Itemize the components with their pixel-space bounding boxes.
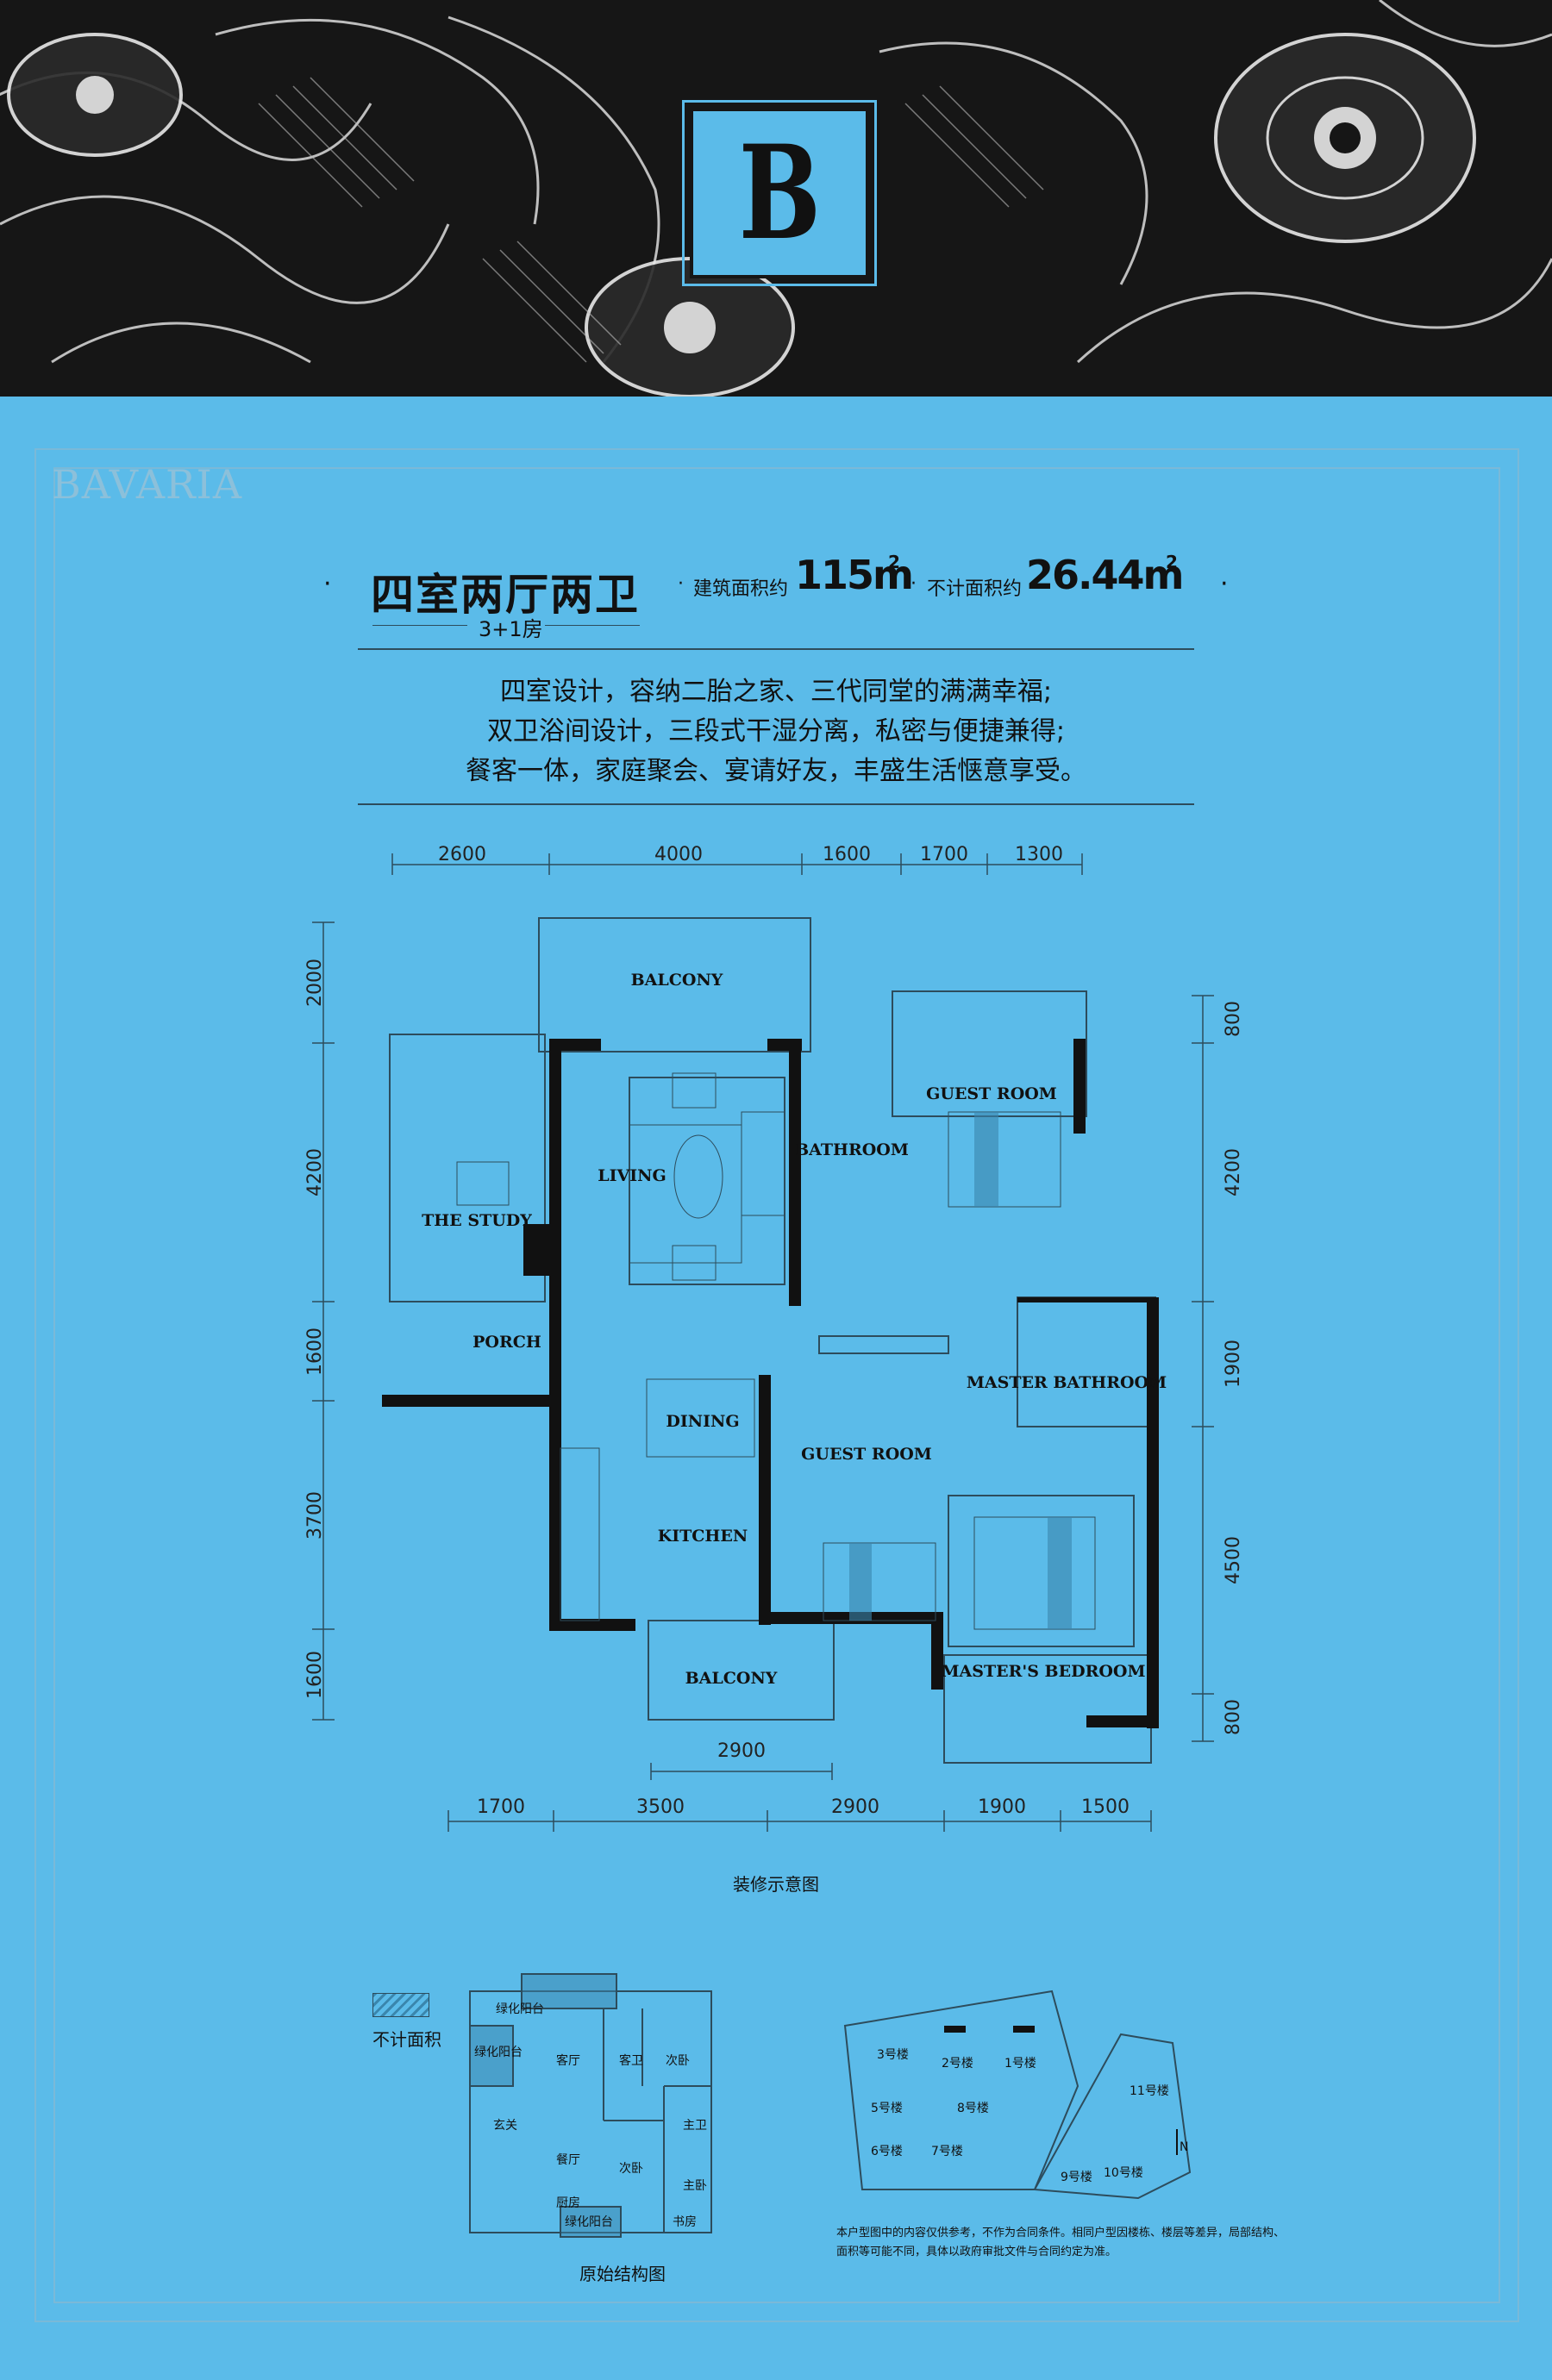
subtitle-rule-left bbox=[372, 625, 467, 626]
subtitle-rule-right bbox=[545, 625, 640, 626]
dim-right-5: 800 bbox=[1223, 1699, 1244, 1735]
site-map bbox=[843, 1990, 1192, 2200]
building-1: 1号楼 bbox=[1004, 2057, 1036, 2071]
dim-balcony: 2900 bbox=[717, 1740, 766, 1762]
description-line-3: 餐客一体，家庭聚会、宴请好友，丰盛生活惬意享受。 bbox=[466, 756, 1086, 786]
room-label-bathroom: BATHROOM bbox=[795, 1140, 909, 1159]
room-label-guest-room-2: GUEST ROOM bbox=[801, 1445, 932, 1464]
bullet-mid-1: · bbox=[678, 573, 684, 595]
dim-right-2: 4200 bbox=[1223, 1148, 1244, 1196]
orig-room-7: 餐厅 bbox=[556, 2153, 580, 2167]
orig-room-8: 厨房 bbox=[556, 2196, 580, 2210]
floorplan-caption: 装修示意图 bbox=[733, 1874, 819, 1895]
description-line-1: 四室设计，容纳二胎之家、三代同堂的满满幸福; bbox=[499, 677, 1053, 707]
excluded-area-value: 26.44m bbox=[1026, 552, 1184, 598]
dim-bottom-2: 3500 bbox=[636, 1796, 685, 1818]
room-label-guest-room-1: GUEST ROOM bbox=[926, 1084, 1057, 1103]
building-5: 5号楼 bbox=[871, 2102, 903, 2115]
furniture bbox=[456, 1072, 1096, 1630]
north-arrow-icon: N bbox=[1180, 2140, 1188, 2154]
dim-right-1: 800 bbox=[1223, 1001, 1244, 1037]
floor-plan: BALCONY GUEST ROOM LIVING BATHROOM THE S… bbox=[304, 844, 1244, 2238]
dim-left-5: 1600 bbox=[304, 1651, 326, 1699]
thick-walls bbox=[382, 1039, 1159, 1728]
dim-left-3: 1600 bbox=[304, 1327, 326, 1376]
rule-top bbox=[358, 648, 1194, 650]
orig-room-12: 绿化阳台 bbox=[565, 2215, 613, 2229]
legend-hatch-swatch bbox=[372, 1993, 429, 2017]
room-label-kitchen: KITCHEN bbox=[658, 1527, 748, 1546]
excluded-area-superscript: 2 bbox=[1166, 552, 1178, 572]
building-9: 9号楼 bbox=[1061, 2171, 1092, 2184]
dim-top-2: 4000 bbox=[654, 844, 703, 865]
gross-area-value: 115m bbox=[795, 552, 914, 598]
dim-top-1: 2600 bbox=[438, 844, 486, 865]
original-structure-caption: 原始结构图 bbox=[579, 2264, 666, 2284]
gross-area-superscript: 2 bbox=[888, 552, 900, 572]
building-7: 7号楼 bbox=[931, 2145, 963, 2158]
room-label-balcony-bottom: BALCONY bbox=[685, 1669, 778, 1688]
orig-room-3: 客卫 bbox=[619, 2053, 643, 2068]
dim-top-3: 1600 bbox=[823, 844, 871, 865]
dim-bottom-3: 2900 bbox=[831, 1796, 879, 1818]
disclaimer: 本户型图中的内容仅供参考，不作为合同条件。相同户型因楼栋、楼层等差异，局部结构、… bbox=[836, 2227, 1286, 2258]
brand-logo: BAVARIA bbox=[52, 461, 243, 508]
building-10: 10号楼 bbox=[1104, 2166, 1143, 2180]
building-3: 3号楼 bbox=[877, 2048, 909, 2062]
orig-room-2: 客厅 bbox=[556, 2053, 580, 2068]
dim-left-4: 3700 bbox=[304, 1491, 326, 1540]
outer-frame bbox=[34, 448, 1519, 2322]
orig-room-13: 书房 bbox=[673, 2215, 697, 2229]
building-11: 11号楼 bbox=[1130, 2084, 1169, 2098]
dim-right-4: 4500 bbox=[1223, 1536, 1244, 1584]
room-label-porch: PORCH bbox=[472, 1333, 541, 1352]
dim-left-1: 2000 bbox=[304, 959, 326, 1007]
floral-header: B bbox=[0, 0, 1552, 397]
layout-subtitle: 3+1房 bbox=[479, 617, 543, 641]
excluded-area-label: 不计面积约 bbox=[927, 578, 1023, 600]
bullet-mid-2: · bbox=[911, 573, 917, 595]
dim-bottom-1: 1700 bbox=[477, 1796, 525, 1818]
orig-room-1: 绿化阳台 bbox=[496, 2002, 544, 2016]
building-6: 6号楼 bbox=[871, 2145, 903, 2158]
dim-bottom-5: 1500 bbox=[1081, 1796, 1130, 1818]
dim-top-4: 1700 bbox=[920, 844, 968, 865]
room-label-study: THE STUDY bbox=[422, 1211, 532, 1230]
bed-hatching bbox=[849, 1112, 1072, 1629]
room-label-master-bedroom: MASTER'S BEDROOM bbox=[942, 1662, 1146, 1681]
unit-type-letter: B bbox=[738, 117, 821, 269]
dimension-lines bbox=[312, 853, 1214, 1832]
inner-frame bbox=[53, 467, 1500, 2303]
layout-title: 四室两厅两卫 bbox=[371, 570, 640, 620]
legend-label: 不计面积 bbox=[372, 2029, 441, 2050]
dim-bottom-4: 1900 bbox=[978, 1796, 1026, 1818]
building-8: 8号楼 bbox=[957, 2102, 989, 2115]
bullet-left: · bbox=[323, 569, 332, 599]
gross-area-label: 建筑面积约 bbox=[693, 578, 789, 600]
room-label-dining: DINING bbox=[666, 1412, 739, 1431]
room-label-master-bathroom: MASTER BATHROOM bbox=[967, 1373, 1167, 1392]
room-label-living: LIVING bbox=[598, 1166, 666, 1185]
bullet-right: · bbox=[1220, 569, 1229, 599]
dim-left-2: 4200 bbox=[304, 1148, 326, 1196]
orig-room-9: 次卧 bbox=[619, 2162, 643, 2176]
orig-room-6: 玄关 bbox=[493, 2118, 517, 2133]
site-map-highlighted-buildings bbox=[944, 2026, 1035, 2033]
building-2: 2号楼 bbox=[942, 2057, 973, 2071]
original-structure-plan bbox=[469, 1973, 712, 2238]
floral-illustration bbox=[0, 0, 1552, 397]
dim-top-5: 1300 bbox=[1015, 844, 1063, 865]
orig-room-11: 主卧 bbox=[683, 2179, 707, 2193]
content-panel: BAVARIA · 四室两厅两卫 3+1房 · 建筑面积约 115m 2 · 不… bbox=[0, 397, 1552, 2380]
orig-room-10: 主卫 bbox=[683, 2119, 707, 2133]
room-label-balcony-top: BALCONY bbox=[631, 971, 723, 990]
orig-room-5: 绿化阳台 bbox=[474, 2046, 523, 2059]
dim-right-3: 1900 bbox=[1223, 1340, 1244, 1388]
rule-bottom bbox=[358, 803, 1194, 805]
orig-room-4: 次卧 bbox=[666, 2054, 690, 2068]
unit-type-badge: B bbox=[682, 100, 877, 286]
description-line-2: 双卫浴间设计，三段式干湿分离，私密与便捷兼得; bbox=[486, 716, 1066, 746]
